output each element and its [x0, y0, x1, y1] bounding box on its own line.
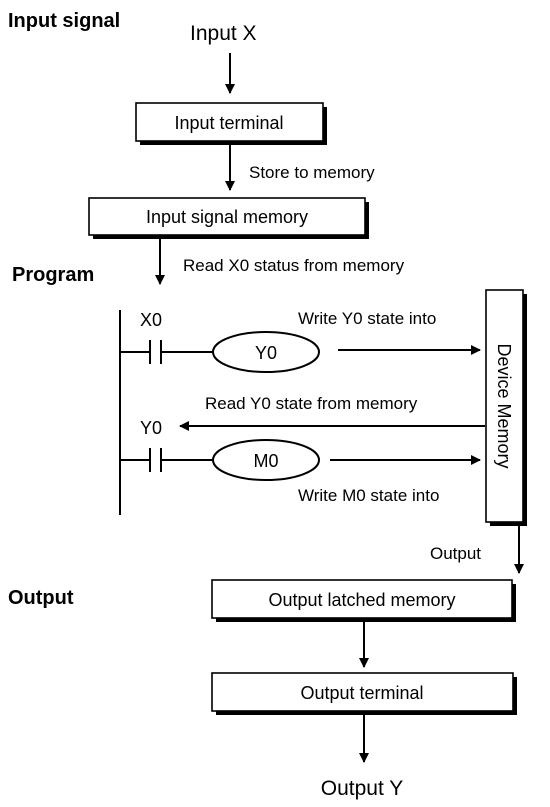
write-m0-label: Write M0 state into: [298, 486, 439, 505]
contact-y0-label: Y0: [140, 418, 162, 438]
coil-m0: [212, 439, 320, 481]
coil-y0-label: Y0: [255, 343, 277, 363]
coil-m0-label: M0: [253, 451, 278, 471]
store-to-memory-label: Store to memory: [249, 163, 375, 182]
input-signal-memory-box: Input signal memory: [88, 197, 369, 239]
contact-x0-label: X0: [140, 310, 162, 330]
output-label: Output: [430, 544, 481, 563]
section-program: Program: [12, 264, 94, 286]
read-y0-label: Read Y0 state from memory: [205, 394, 418, 413]
section-output: Output: [8, 587, 74, 609]
output-terminal-box: Output terminal: [211, 672, 517, 715]
input-x-label: Input X: [190, 22, 257, 45]
input-terminal-label: Input terminal: [174, 113, 283, 133]
input-signal-memory-label: Input signal memory: [146, 207, 308, 227]
section-input-signal: Input signal: [8, 10, 120, 32]
write-y0-label: Write Y0 state into: [298, 309, 436, 328]
device-memory-box: Device Memory: [485, 289, 527, 526]
output-terminal-label: Output terminal: [300, 683, 423, 703]
device-memory-label: Device Memory: [494, 343, 514, 468]
input-terminal-box: Input terminal: [135, 102, 327, 145]
ladder-diagram: X0 Y0 Y0 M0: [119, 310, 320, 515]
output-y-label: Output Y: [321, 777, 404, 800]
output-latched-memory-label: Output latched memory: [268, 590, 455, 610]
read-x0-status-label: Read X0 status from memory: [183, 256, 405, 275]
coil-y0: [212, 331, 320, 373]
output-latched-memory-box: Output latched memory: [211, 579, 516, 622]
